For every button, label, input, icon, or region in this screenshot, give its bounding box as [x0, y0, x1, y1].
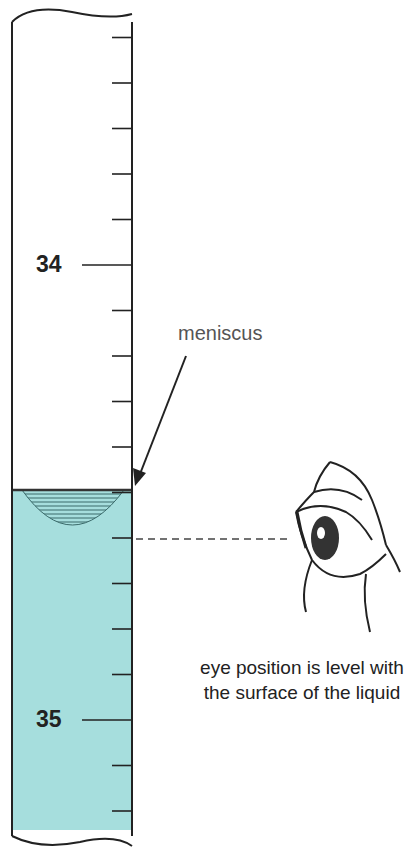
cylinder-break-top: [12, 10, 132, 22]
liquid-surface: [12, 489, 132, 492]
minor-tick: [112, 310, 132, 312]
scale-number: 35: [36, 705, 62, 735]
arrow-head: [133, 468, 146, 486]
sight-line: [136, 538, 292, 540]
major-tick: [82, 264, 132, 266]
minor-tick: [112, 537, 132, 539]
minor-tick: [112, 446, 132, 448]
minor-tick: [112, 628, 132, 630]
part-label: meniscus: [178, 320, 262, 346]
leader-arrow: [140, 356, 186, 474]
minor-tick: [112, 37, 132, 39]
cylinder-wall: [131, 22, 133, 836]
meniscus-curve: [22, 490, 124, 525]
eyelash: [297, 512, 306, 548]
cylinder-break-bottom: [12, 836, 132, 846]
minor-tick: [112, 401, 132, 403]
minor-tick: [112, 128, 132, 130]
scale-number: 34: [36, 250, 62, 280]
eye-iris: [311, 516, 339, 560]
minor-tick: [112, 82, 132, 84]
minor-tick: [112, 219, 132, 221]
minor-tick: [112, 674, 132, 676]
minor-tick: [112, 173, 132, 175]
minor-tick: [112, 583, 132, 585]
eye-highlight: [317, 527, 325, 539]
minor-tick: [112, 492, 132, 494]
minor-tick: [112, 355, 132, 357]
eye-drawing: [296, 462, 400, 632]
liquid: [13, 490, 132, 830]
major-tick: [82, 719, 132, 721]
cylinder-wall: [11, 22, 13, 836]
minor-tick: [112, 765, 132, 767]
note-text: eye position is level with the surface o…: [194, 656, 410, 705]
graduation-ticks: [82, 38, 132, 812]
minor-tick: [112, 810, 132, 812]
